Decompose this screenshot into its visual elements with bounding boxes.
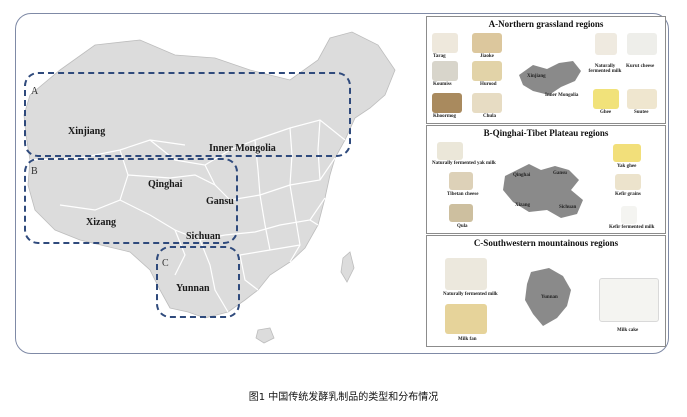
item-label-kefir-fermented-milk: Kefir fermented milk	[609, 225, 655, 230]
panel-b-map-label-xizang: Xizang	[515, 203, 530, 208]
region-letter-a: A	[31, 86, 39, 97]
panel-b-map-label-gansu: Gansu	[553, 171, 567, 176]
panel-c: C-Southwestern mountainous regions Natur…	[426, 235, 666, 347]
item-label-jiaoke: Jiaoke	[480, 54, 494, 59]
kurut-cheese-image	[627, 33, 657, 55]
item-label-qula: Qula	[457, 224, 468, 229]
qula-image	[449, 204, 473, 222]
suutee-image	[627, 89, 657, 109]
region-c-box	[156, 246, 240, 318]
milk-fan-image	[445, 304, 487, 334]
milk-cake-image	[599, 278, 659, 322]
item-label-kurut-cheese: Kurut cheese	[626, 64, 655, 69]
jiaoke-image	[472, 33, 502, 53]
item-label-naturally-fermented-milk-a: Naturally fermented milk	[588, 64, 622, 74]
koumiss-image	[432, 61, 458, 81]
tibetan-cheese-image	[449, 172, 473, 190]
panel-b-map-label-qinghai: Qinghai	[513, 173, 531, 178]
panel-c-region-map	[525, 268, 571, 326]
item-label-yak-ghee: Yak ghee	[617, 164, 637, 169]
region-letter-b: B	[31, 166, 38, 177]
item-label-milk-fan: Milk fan	[458, 337, 477, 342]
panel-b-map-label-sichuan: Sichuan	[559, 205, 577, 210]
tarag-image	[432, 33, 458, 53]
panel-c-map-label-yunnan: Yunnan	[541, 295, 558, 300]
naturally-fermented-milk-c-image	[445, 258, 487, 290]
ghee-image	[593, 89, 619, 109]
item-label-naturally-fermented-milk-c: Naturally fermented milk	[443, 292, 498, 297]
region-letter-c: C	[162, 258, 169, 269]
item-label-koumiss: Koumiss	[433, 82, 452, 87]
figure-caption: 图1 中国传统发酵乳制品的类型和分布情况	[248, 392, 439, 403]
map-label-xinjiang: Xinjiang	[68, 126, 106, 137]
kefir-fermented-milk-image	[621, 206, 637, 224]
item-label-naturally-fermented-yak-milk: Naturally fermented yak milk	[432, 161, 496, 166]
map-label-inner-mongolia: Inner Mongolia	[209, 143, 276, 154]
yak-ghee-image	[613, 144, 641, 162]
item-label-khoormog: Khoormog	[433, 114, 457, 119]
item-label-tarag: Tarag	[433, 54, 446, 59]
item-label-ghee: Ghee	[600, 110, 612, 115]
region-b-box	[24, 158, 238, 244]
naturally-fermented-yak-milk-image	[437, 142, 463, 160]
map-label-sichuan: Sichuan	[186, 231, 221, 242]
map-label-xizang: Xizang	[86, 217, 116, 228]
panel-b-region-map	[503, 164, 583, 218]
panel-b-title: B-Qinghai-Tibet Plateau regions	[483, 128, 609, 138]
khoormog-image	[432, 93, 462, 113]
naturally-fermented-milk-a-image	[595, 33, 617, 55]
map-label-gansu: Gansu	[206, 196, 234, 207]
chula-image	[472, 93, 502, 113]
hainan-island-shape	[255, 327, 275, 344]
panel-b: B-Qinghai-Tibet Plateau regions Naturall…	[426, 125, 666, 234]
taiwan-island-shape	[340, 251, 355, 283]
region-a-box	[24, 72, 351, 157]
item-label-milk-cake: Milk cake	[617, 328, 639, 333]
kefir-grains-image	[615, 174, 641, 190]
item-label-hurood: Hurood	[480, 82, 497, 87]
panel-a-region-map	[519, 61, 581, 95]
panel-a-map-label-inner-mongolia: Inner Mongolia	[545, 93, 579, 98]
item-label-suutee: Suutee	[634, 110, 649, 115]
panel-c-title: C-Southwestern mountainous regions	[473, 238, 619, 248]
map-label-qinghai: Qinghai	[148, 179, 183, 190]
map-label-yunnan: Yunnan	[176, 283, 210, 294]
hurood-image	[472, 61, 502, 81]
item-label-kefir-grains: Kefir grains	[615, 192, 641, 197]
item-label-tibetan-cheese: Tibetan cheese	[447, 192, 479, 197]
panel-a-map-label-xinjiang: Xinjiang	[527, 74, 546, 79]
panel-a: A-Northern grassland regions Tarag Jiaok…	[426, 16, 666, 124]
panel-a-title: A-Northern grassland regions	[488, 19, 604, 29]
item-label-chula: Chula	[483, 114, 497, 119]
